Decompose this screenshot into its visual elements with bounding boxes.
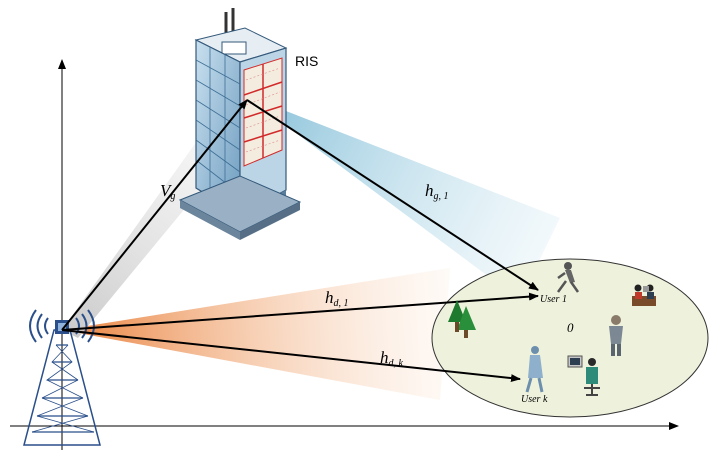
vg-label: Vg xyxy=(160,181,175,202)
ris-label: RIS xyxy=(295,53,318,69)
walking-user-icon xyxy=(525,346,544,393)
hg1-label: hg, 1 xyxy=(425,181,449,202)
ris-building-icon xyxy=(178,8,302,240)
desk-users-icon xyxy=(632,284,656,306)
hdk-main: h xyxy=(380,348,389,367)
hdk-sub: d, k xyxy=(389,358,404,369)
arrow-hd1 xyxy=(61,292,539,331)
arrow-hdk xyxy=(61,329,521,383)
standing-person-icon xyxy=(609,315,623,356)
hg1-sub: g, 1 xyxy=(434,191,449,202)
computer-user-icon xyxy=(567,355,600,396)
hg1-main: h xyxy=(425,181,434,200)
hd1-main: h xyxy=(325,288,334,307)
hd1-label: hd, 1 xyxy=(325,288,349,309)
userk-label: User k xyxy=(521,394,548,405)
arrow-vg xyxy=(61,99,248,331)
hd1-sub: d, 1 xyxy=(334,298,349,309)
vg-sub: g xyxy=(170,191,175,202)
runner-user-icon xyxy=(556,262,580,293)
user1-label: User 1 xyxy=(540,294,567,305)
ris-reflected-beam xyxy=(245,95,560,300)
tree-icon xyxy=(448,300,476,338)
origin-label: 0 xyxy=(567,320,574,335)
hdk-label: hd, k xyxy=(380,348,404,369)
arrow-hg1 xyxy=(246,99,539,291)
vg-main: V xyxy=(160,181,173,200)
direct-beam xyxy=(62,268,450,400)
